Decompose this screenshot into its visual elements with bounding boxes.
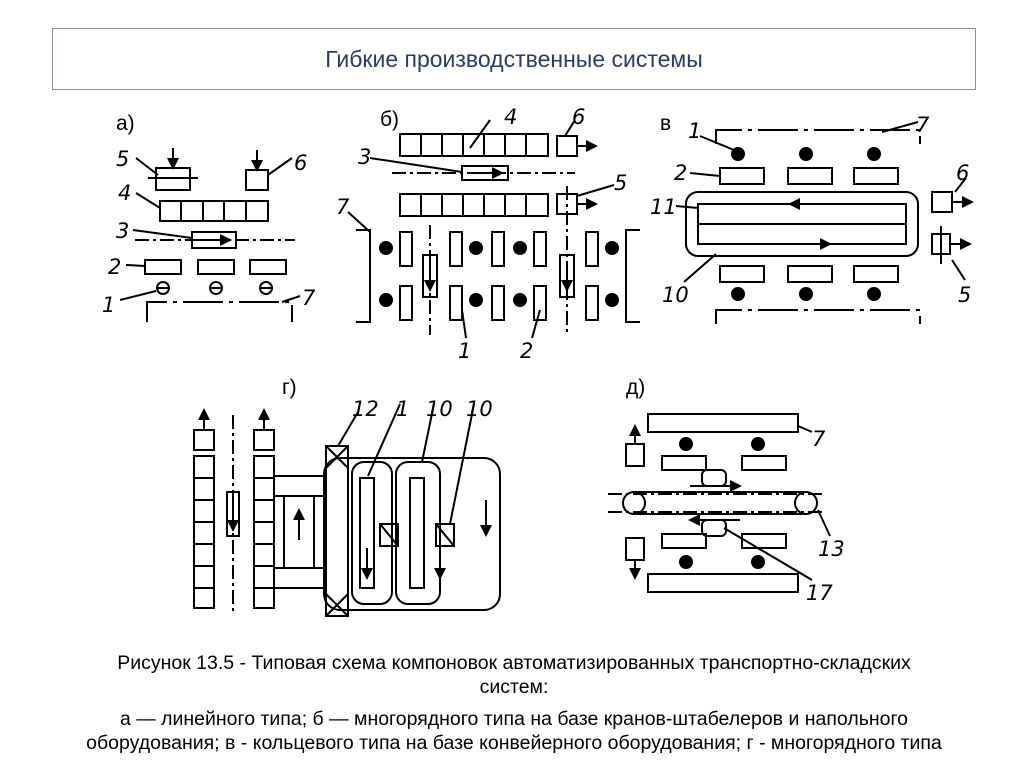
panel-label-g: г) (282, 376, 297, 399)
label-3a: 3 (116, 219, 129, 243)
page-title: Гибкие производственные системы (325, 46, 703, 72)
layout-diagrams: 5 6 4 3 2 1 7 4 6 3 5 7 1 2 1 7 2 6 11 1… (102, 105, 974, 617)
label-5b: 5 (614, 171, 627, 195)
label-6v: 6 (956, 161, 969, 185)
label-7v: 7 (916, 113, 930, 137)
label-5a: 5 (116, 147, 129, 171)
label-17d: 17 (806, 581, 833, 605)
label-5v: 5 (958, 283, 971, 307)
panel-d-diagram (608, 413, 831, 593)
label-3b: 3 (358, 145, 371, 169)
panel-label-v: в (660, 112, 672, 135)
label-7d: 7 (812, 427, 826, 451)
label-6b: 6 (572, 105, 585, 129)
panel-v-diagram (675, 121, 974, 324)
caption-line-2: систем: (479, 676, 549, 698)
panel-label-d: д) (626, 376, 646, 399)
label-6a: 6 (294, 151, 307, 175)
label-11v: 11 (650, 195, 677, 219)
label-4a: 4 (118, 181, 131, 205)
label-2a: 2 (108, 255, 121, 279)
label-1g: 1 (396, 397, 409, 421)
panel-g-diagram (193, 403, 501, 617)
label-1b: 1 (458, 339, 471, 363)
panel-b-diagram (347, 119, 640, 339)
label-2v: 2 (674, 161, 687, 185)
caption-line-4: оборудования; в - кольцевого типа на баз… (86, 732, 942, 754)
caption-line-3: а — линейного типа; б — многорядного тип… (119, 708, 909, 730)
label-1v: 1 (688, 119, 701, 143)
label-10g-a: 10 (426, 397, 453, 421)
label-7a: 7 (302, 286, 316, 310)
panel-label-b: б) (380, 108, 400, 131)
label-4b: 4 (504, 105, 517, 129)
label-12g: 12 (352, 397, 379, 421)
label-1a: 1 (102, 293, 115, 317)
panel-a-diagram (119, 148, 301, 322)
label-7b: 7 (336, 195, 350, 219)
label-10v: 10 (662, 283, 689, 307)
caption-line-1: Рисунок 13.5 - Типовая схема компоновок … (117, 652, 911, 674)
label-13d: 13 (818, 537, 845, 561)
title-box: Гибкие производственные системы (52, 28, 976, 90)
panel-label-a: а) (116, 112, 135, 135)
label-2b: 2 (520, 339, 533, 363)
label-10g-b: 10 (466, 397, 493, 421)
